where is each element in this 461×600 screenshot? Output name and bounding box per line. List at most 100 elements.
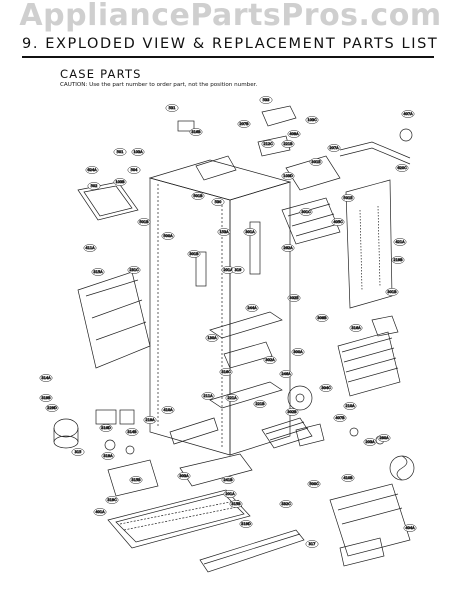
callout-bubble — [93, 508, 107, 516]
callout-bubble — [85, 166, 99, 174]
callout-label: 407B — [335, 416, 345, 420]
part-callout: 212C — [261, 140, 275, 148]
callout-bubble — [391, 256, 405, 264]
drain-pan-long — [199, 529, 305, 573]
callout-label: 332C — [281, 502, 291, 506]
part-callout: 300A — [291, 348, 305, 356]
callout-label: 405C — [333, 220, 343, 224]
part-callout: 315B — [129, 476, 143, 484]
callout-bubble — [217, 228, 231, 236]
callout-bubble — [319, 384, 333, 392]
callout-label: 319B — [41, 396, 51, 400]
callout-bubble — [125, 428, 139, 436]
part-callout: 620C — [395, 164, 409, 172]
callout-bubble — [221, 476, 235, 484]
callout-label: 207A — [329, 146, 339, 150]
part-callout: 130A — [205, 334, 219, 342]
part-callout: 302B — [285, 408, 299, 416]
callout-bubble — [305, 540, 319, 548]
part-callout: 221B — [281, 140, 295, 148]
part-callout: 301B — [385, 288, 399, 296]
callout-bubble — [291, 348, 305, 356]
part-callout: 314B — [125, 428, 139, 436]
callout-bubble — [45, 404, 59, 412]
callout-bubble — [253, 400, 267, 408]
callout-label: 407A — [403, 112, 413, 116]
callout-label: 103C — [307, 118, 317, 122]
part-callout: 316C — [219, 368, 233, 376]
callout-label: 315B — [131, 478, 141, 482]
callout-label: 207B — [239, 122, 249, 126]
callout-label: 314B — [127, 430, 137, 434]
callout-bubble — [393, 238, 407, 246]
part-callout: 244A — [245, 304, 259, 312]
callout-label: 280A — [379, 436, 389, 440]
callout-bubble — [305, 116, 319, 124]
callout-bubble — [333, 414, 347, 422]
callout-bubble — [263, 356, 277, 364]
callout-label: 219A — [145, 418, 155, 422]
callout-label: 301C — [301, 210, 311, 214]
callout-label: 624A — [87, 168, 97, 172]
part-callout: 315B — [229, 500, 243, 508]
callout-bubble — [279, 500, 293, 508]
callout-label: 153A — [219, 230, 229, 234]
callout-label: 315A — [93, 270, 103, 274]
callout-label: 530 — [215, 200, 223, 204]
small-components-left — [95, 409, 135, 455]
part-callout: 153A — [217, 228, 231, 236]
callout-label: 302B — [287, 410, 297, 414]
callout-bubble — [287, 294, 301, 302]
part-callout: 404A — [403, 524, 417, 532]
part-callout: 332C — [279, 500, 293, 508]
part-callout: 219B — [391, 256, 405, 264]
front-grille — [169, 417, 219, 445]
callout-label: 316D — [101, 426, 111, 430]
callout-label: 401A — [95, 510, 105, 514]
part-callout: 201A — [223, 490, 237, 498]
callout-label: 221B — [283, 142, 293, 146]
callout-label: 303A — [179, 474, 189, 478]
part-callout: 314A — [39, 374, 53, 382]
callout-bubble — [309, 158, 323, 166]
callout-bubble — [161, 232, 175, 240]
part-callout: 407B — [333, 414, 347, 422]
callout-label: 315 — [75, 450, 82, 454]
callout-bubble — [105, 496, 119, 504]
part-callout: 533 — [259, 96, 273, 104]
callout-label: 210A — [345, 404, 355, 408]
callout-bubble — [245, 304, 259, 312]
callout-bubble — [101, 452, 115, 460]
callout-label: 620C — [397, 166, 407, 170]
part-callout: 315 — [71, 448, 85, 456]
part-callout: 410A — [161, 406, 175, 414]
part-callout: 531 — [165, 104, 179, 112]
part-callout: 316B — [189, 128, 203, 136]
callout-bubble — [161, 406, 175, 414]
callout-bubble — [137, 218, 151, 226]
callout-label: 301E — [311, 160, 321, 164]
callout-label: 501 — [117, 150, 124, 154]
part-callout: 501B — [191, 192, 205, 200]
callout-label: 304C — [321, 386, 331, 390]
rear-cover-bottom-right — [329, 483, 411, 567]
callout-bubble — [343, 402, 357, 410]
part-callout: 319 — [231, 266, 245, 274]
part-callout: 304C — [319, 384, 333, 392]
callout-label: 221A — [227, 396, 237, 400]
callout-label: 212C — [263, 142, 273, 146]
part-callout: 316D — [99, 424, 113, 432]
part-callout: 410B — [341, 474, 355, 482]
duct-parts — [195, 221, 325, 447]
callout-bubble — [231, 266, 245, 274]
callout-label: 300A — [293, 350, 303, 354]
part-callout: 319C — [105, 496, 119, 504]
watermark: AppliancePartsPros.com — [19, 0, 442, 33]
part-callout: 624A — [85, 166, 99, 174]
callout-label: 201A — [223, 268, 233, 272]
callout-bubble — [281, 140, 295, 148]
callout-bubble — [299, 208, 313, 216]
callout-bubble — [127, 166, 141, 174]
callout-bubble — [331, 218, 345, 226]
